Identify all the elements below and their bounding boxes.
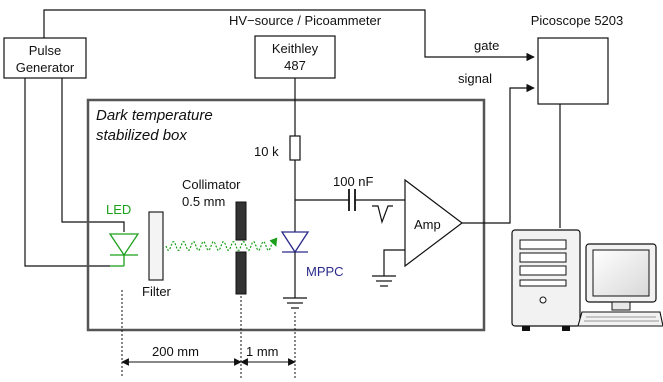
dim-200mm-label: 200 mm — [152, 344, 199, 359]
collimator-label-1: Collimator — [182, 177, 241, 192]
dark-box — [86, 98, 486, 332]
keithley-label-1: Keithley — [272, 41, 319, 56]
resistor — [289, 135, 301, 161]
keithley-label-2: 487 — [284, 58, 306, 73]
dim-1mm-label: 1 mm — [246, 344, 279, 359]
signal-wire — [462, 83, 535, 224]
picoscope-box — [537, 37, 609, 105]
led-wire-top — [61, 78, 125, 232]
computer-tower-icon — [511, 229, 581, 331]
resistor-label: 10 k — [254, 144, 279, 159]
led-wire-bottom — [24, 78, 110, 267]
keithley-box — [254, 35, 336, 79]
light-wave — [165, 237, 278, 251]
collimator-bottom — [235, 251, 247, 295]
monitor-icon — [585, 243, 657, 311]
amp-ground-wire — [383, 249, 405, 276]
mppc-label: MPPC — [306, 264, 344, 279]
gate-wire — [43, 9, 535, 62]
pulse-shape-icon — [372, 205, 393, 225]
mppc-diode-icon — [280, 231, 310, 254]
amp-label: Amp — [414, 217, 441, 232]
box-title-2: stabilized box — [96, 127, 187, 144]
capacitor-label: 100 nF — [333, 174, 374, 189]
pulse-generator-label-2: Generator — [16, 60, 75, 75]
box-title-1: Dark temperature — [96, 107, 213, 124]
pulse-generator-box — [3, 37, 87, 79]
pulse-generator-label-1: Pulse — [29, 43, 62, 58]
led-icon — [108, 233, 140, 257]
signal-label: signal — [458, 71, 492, 86]
collimator-label-2: 0.5 mm — [182, 194, 225, 209]
filter — [148, 211, 164, 281]
keyboard-icon — [577, 311, 663, 327]
picoscope-title: Picoscope 5203 — [531, 13, 624, 28]
led-label: LED — [106, 202, 131, 217]
gate-label: gate — [474, 38, 499, 53]
filter-label: Filter — [142, 284, 172, 299]
collimator-top — [235, 201, 247, 241]
amplifier — [404, 178, 463, 268]
hv-source-title: HV−source / Picoammeter — [229, 13, 382, 28]
